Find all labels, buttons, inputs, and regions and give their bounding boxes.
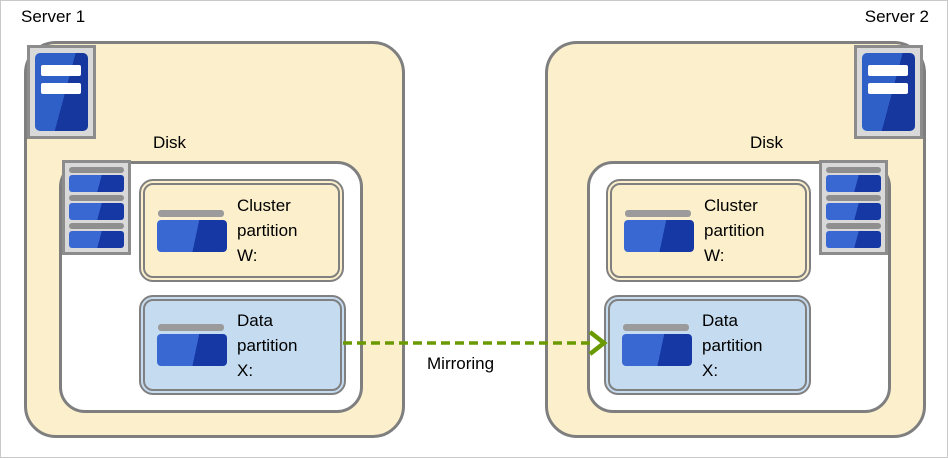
server-icon xyxy=(854,45,923,139)
server-tower-shape xyxy=(35,53,88,131)
server1-disk-label: Disk xyxy=(153,133,187,152)
server-icon xyxy=(27,45,96,139)
server-tower-bar xyxy=(41,83,81,94)
data-partition-label: Data partition X: xyxy=(237,310,298,380)
cluster-partition-label: Cluster partition W: xyxy=(704,196,765,265)
data-partition-label: Data partition X: xyxy=(702,310,763,380)
server1-cluster-partition: Cluster partition W: xyxy=(139,179,344,282)
server-tower-bar xyxy=(868,65,908,76)
server1-data-partition: Data partition X: xyxy=(139,295,346,395)
disk-stack-icon xyxy=(62,160,131,255)
partition-icon xyxy=(622,324,692,366)
partition-icon xyxy=(157,324,227,366)
partition-icon xyxy=(157,209,227,252)
disk-stack-icon xyxy=(819,160,888,255)
server2-disk-label: Disk xyxy=(750,133,784,152)
mirroring-label: Mirroring xyxy=(427,354,495,373)
mirroring-arrow xyxy=(343,330,608,356)
server2-data-partition: Data partition X: xyxy=(604,295,811,395)
cluster-partition-label: Cluster partition W: xyxy=(237,196,298,265)
disk-stack-shape xyxy=(826,167,881,248)
server2-cluster-partition: Cluster partition W: xyxy=(606,179,811,282)
server2-label: Server 2 xyxy=(864,7,929,26)
disk-stack-shape xyxy=(69,167,124,248)
partition-icon xyxy=(624,209,694,252)
server-tower-shape xyxy=(862,53,915,131)
server1-label: Server 1 xyxy=(21,7,86,26)
server-tower-bar xyxy=(868,83,908,94)
server-tower-bar xyxy=(41,65,81,76)
